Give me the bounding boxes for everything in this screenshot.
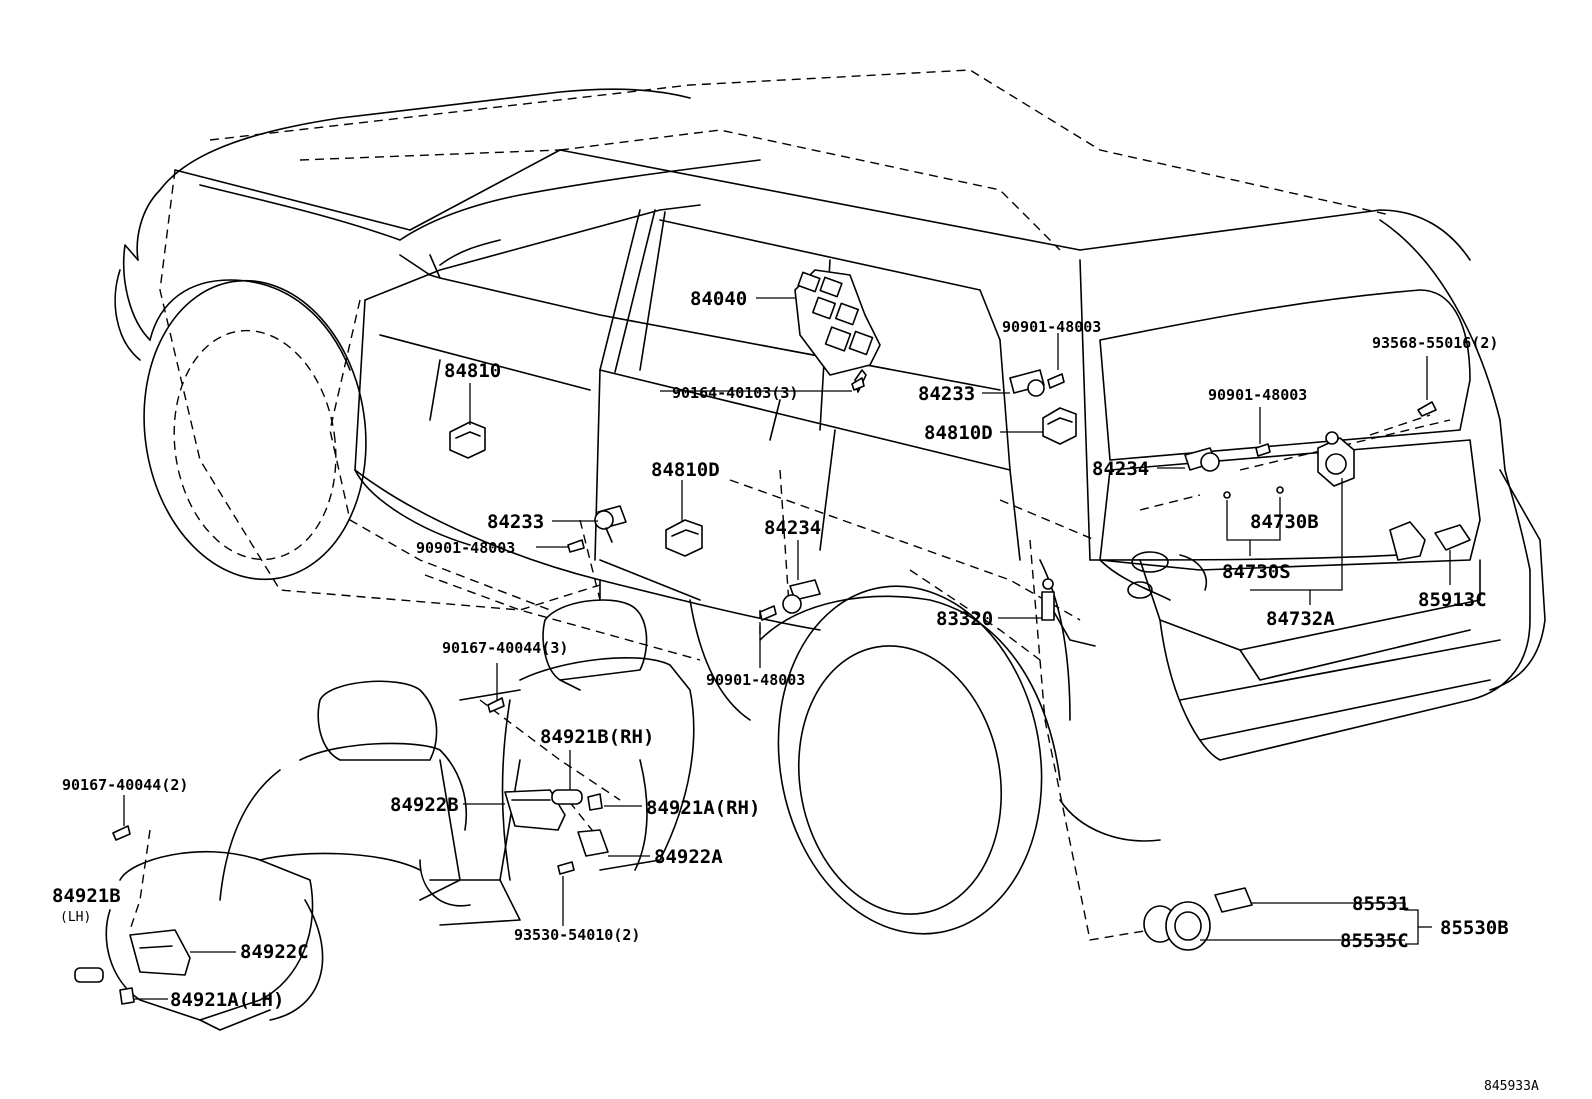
leader-lines — [123, 297, 1451, 1000]
relay-85913C — [1389, 521, 1471, 561]
bolts — [112, 373, 1437, 875]
label-85535C: 85535C — [1340, 930, 1409, 952]
label-90901-48003-mid: 90901-48003 — [416, 539, 515, 557]
label-84921B-LH-sub: (LH) — [60, 910, 91, 925]
door-lock-84732A — [1223, 431, 1355, 499]
seat-switch-84922B — [504, 789, 566, 831]
label-84922A: 84922A — [654, 846, 723, 868]
label-90901-48003-low: 90901-48003 — [706, 671, 805, 689]
lamp-switch-84234-right — [1184, 447, 1220, 472]
label-84922C: 84922C — [240, 941, 309, 963]
switch-84810D-rear — [1042, 407, 1077, 445]
seat-switch-84922A — [577, 829, 609, 857]
label-84233-mid: 84233 — [487, 511, 544, 533]
label-84234-right: 84234 — [1092, 458, 1149, 480]
switch-84810 — [449, 421, 486, 459]
lamp-switch-84233-mid — [594, 505, 627, 543]
label-90167-40044-3: 90167-40044(3) — [442, 639, 568, 657]
label-84234-mid: 84234 — [764, 517, 821, 539]
label-84730S: 84730S — [1222, 561, 1291, 583]
label-84732A: 84732A — [1266, 608, 1335, 630]
label-90167-40044-2: 90167-40044(2) — [62, 776, 188, 794]
label-84810: 84810 — [444, 360, 501, 382]
label-84921A-RH: 84921A(RH) — [646, 797, 760, 819]
seat-knob-84921B-LH — [74, 967, 104, 983]
switch-83320 — [1041, 578, 1096, 647]
master-switch-84040 — [794, 269, 881, 393]
part-labels: 84040 90901-48003 93568-55016(2) 84810 9… — [52, 288, 1539, 1094]
seat-knob-84921A-RH — [587, 793, 603, 811]
lamp-switch-84233-rear — [1009, 369, 1045, 397]
label-84233-rear: 84233 — [918, 383, 975, 405]
label-84922B: 84922B — [390, 794, 459, 816]
label-84921A-LH: 84921A(LH) — [170, 989, 284, 1011]
seat-knob-84921B-RH — [551, 789, 583, 805]
label-93530-54010: 93530-54010(2) — [514, 926, 640, 944]
label-90901-48003-right: 90901-48003 — [1208, 386, 1307, 404]
seat-outline — [105, 599, 695, 1031]
label-83320: 83320 — [936, 608, 993, 630]
label-85531: 85531 — [1352, 893, 1409, 915]
switch-84810D-mid — [665, 519, 703, 557]
vehicle-body-outline — [114, 69, 1546, 941]
lamp-switch-84234-mid — [782, 579, 821, 614]
label-84730B: 84730B — [1250, 511, 1319, 533]
label-84810D-rear: 84810D — [924, 422, 993, 444]
label-84810D-mid: 84810D — [651, 459, 720, 481]
diagram-code: 845933A — [1484, 1079, 1539, 1094]
label-84921B-RH: 84921B(RH) — [540, 726, 654, 748]
label-84921B-LH: 84921B — [52, 885, 121, 907]
lock-cylinder-85530B — [1143, 887, 1253, 951]
label-85530B: 85530B — [1440, 917, 1509, 939]
label-84040: 84040 — [690, 288, 747, 310]
seat-switch-84922C — [129, 929, 191, 976]
label-90164-40103: 90164-40103(3) — [672, 384, 798, 402]
seat-knob-84921A-LH — [119, 987, 135, 1005]
label-85913C: 85913C — [1418, 589, 1487, 611]
label-93568-55016: 93568-55016(2) — [1372, 334, 1498, 352]
label-90901-48003-top: 90901-48003 — [1002, 318, 1101, 336]
